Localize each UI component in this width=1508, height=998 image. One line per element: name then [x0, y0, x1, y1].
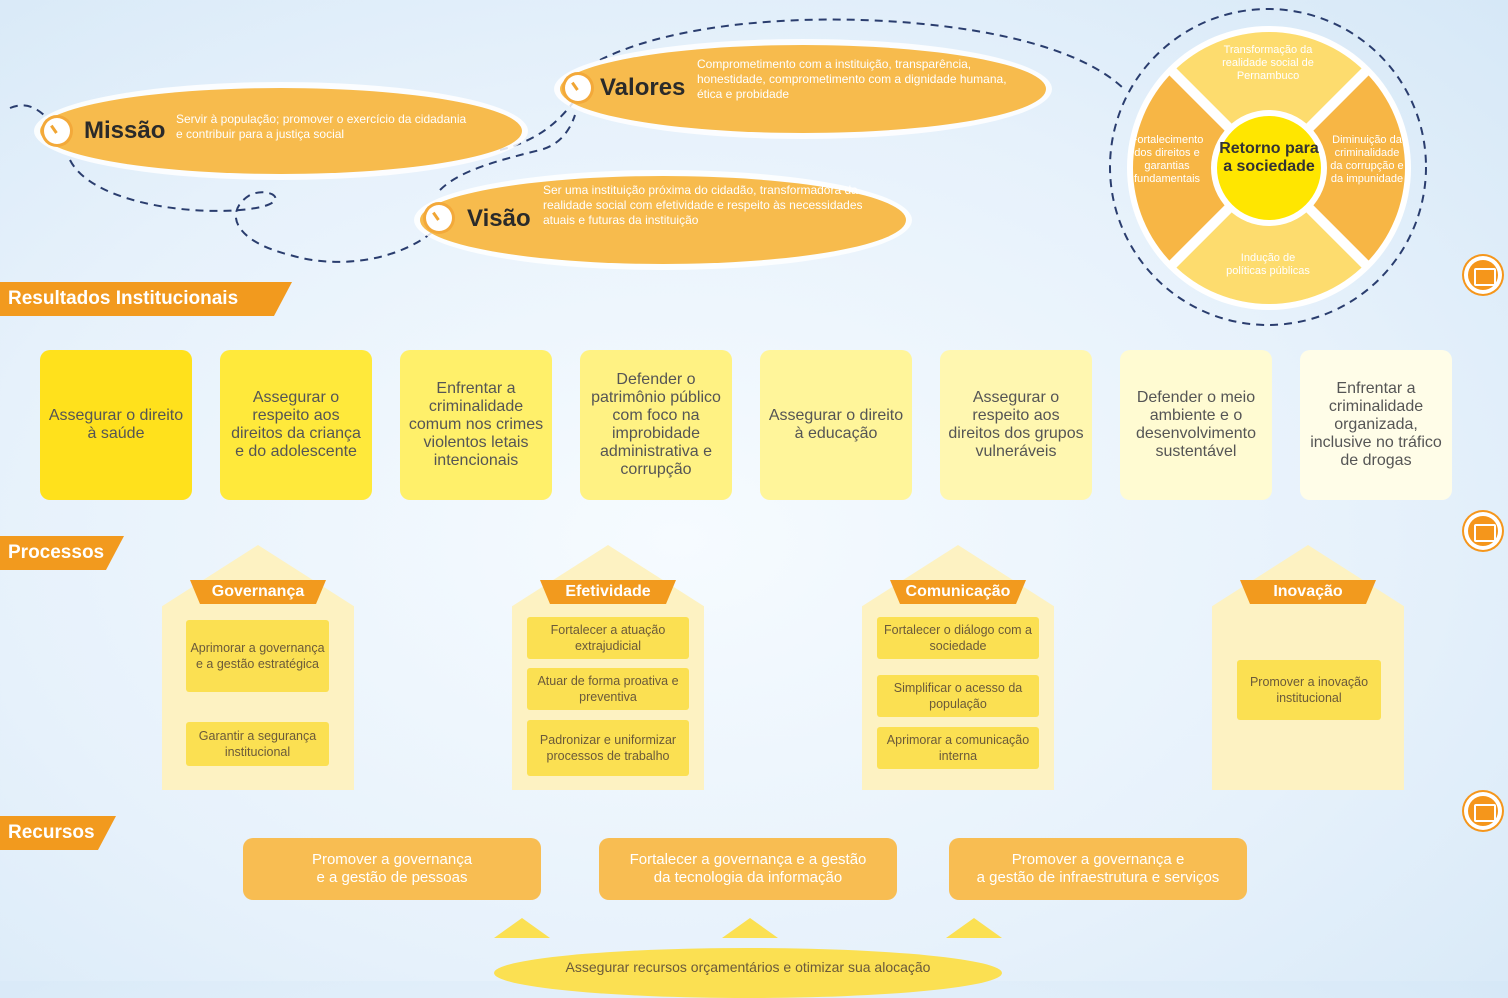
process-item: Promover a inovação institucional: [1237, 660, 1381, 720]
process-title: Efetividade: [540, 580, 676, 604]
process-item: Fortalecer a atuação extrajudicial: [527, 617, 689, 659]
section-resultados: Resultados Institucionais: [0, 282, 292, 316]
result-box: Assegurar o direito à saúde: [40, 350, 192, 500]
resource-box: Promover a governança e a gestão de infr…: [949, 838, 1247, 900]
briefcase-icon[interactable]: [1464, 512, 1502, 550]
budget-text: Assegurar recursos orçamentários e otimi…: [565, 959, 931, 975]
connector-lines: [9, 8, 1427, 326]
section-processos: Processos: [0, 536, 124, 570]
result-box: Defender o patrimônio público com foco n…: [580, 350, 732, 500]
result-box: Assegurar o respeito aos direitos da cri…: [220, 350, 372, 500]
process-item: Aprimorar a governança e a gestão estrat…: [186, 620, 329, 692]
section-recursos: Recursos: [0, 816, 116, 850]
process-item: Simplificar o acesso da população: [877, 675, 1039, 717]
document-icon[interactable]: [1464, 256, 1502, 294]
wheel-right-text: Diminuição da criminalidade da corrupção…: [1330, 134, 1404, 185]
process-item: Aprimorar a comunicação interna: [877, 727, 1039, 769]
wheel-top-text: Transformação da realidade social de Per…: [1222, 44, 1314, 82]
vision-ellipse: [420, 176, 906, 264]
arrow-up-icon: [946, 918, 1002, 938]
resource-box: Fortalecer a governança e a gestão da te…: [599, 838, 897, 900]
result-box: Enfrentar a criminalidade comum nos crim…: [400, 350, 552, 500]
resource-box: Promover a governança e a gestão de pess…: [243, 838, 541, 900]
mission-ellipse: [40, 88, 522, 174]
briefcase-icon[interactable]: [1464, 792, 1502, 830]
result-box: Assegurar o respeito aos direitos dos gr…: [940, 350, 1092, 500]
arrow-up-icon: [494, 918, 550, 938]
vision-text: Ser uma instituição próxima do cidadão, …: [543, 183, 863, 227]
result-box: Assegurar o direito à educação: [760, 350, 912, 500]
process-item: Atuar de forma proativa e preventiva: [527, 668, 689, 710]
compass-icon: [44, 118, 70, 144]
arrow-up-icon: [722, 918, 778, 938]
values-title: Valores: [600, 74, 686, 101]
result-box: Enfrentar a criminalidade organizada, in…: [1300, 350, 1452, 500]
values-text: Comprometimento com a instituição, trans…: [697, 57, 1007, 101]
process-title: Comunicação: [890, 580, 1026, 604]
compass-icon: [565, 75, 591, 101]
process-title: Governança: [190, 580, 326, 604]
process-item: Fortalecer o diálogo com a sociedade: [877, 617, 1039, 659]
process-title: Inovação: [1240, 580, 1376, 604]
process-item: Padronizar e uniformizar processos de tr…: [527, 720, 689, 776]
return-wheel: [1127, 26, 1411, 310]
mission-text: Servir à população; promover o exercício…: [176, 112, 467, 141]
process-item: Garantir a segurança institucional: [186, 722, 329, 766]
mission-title: Missão: [84, 117, 166, 144]
values-ellipse: [560, 45, 1046, 133]
vision-title: Visão: [467, 205, 531, 232]
compass-icon: [426, 205, 452, 231]
wheel-center: Retorno para a sociedade: [1219, 140, 1319, 175]
wheel-bottom-text: Indução de políticas públicas: [1226, 252, 1310, 277]
wheel-left-text: Fortalecimento dos direitos e garantias …: [1130, 134, 1204, 185]
result-box: Defender o meio ambiente e o desenvolvim…: [1120, 350, 1272, 500]
